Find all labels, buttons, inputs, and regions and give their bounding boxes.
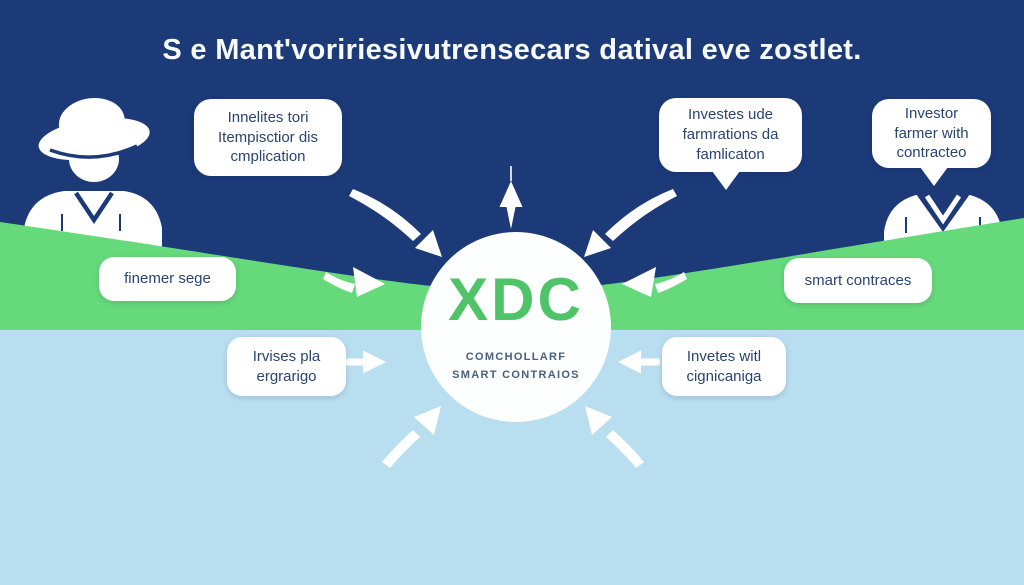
bubble-line: cmplication bbox=[230, 148, 306, 166]
green-hill-band bbox=[0, 218, 1024, 331]
bubble-line: Investor bbox=[904, 104, 959, 122]
center-subtitle: COMCHOLLARF SMART CONTRAIOS bbox=[452, 348, 580, 384]
center-subtitle-line: COMCHOLLARF bbox=[465, 350, 567, 363]
arrow-upper-right-icon bbox=[584, 189, 677, 257]
bubble-top-right: Investor farmer with contracteo bbox=[872, 99, 991, 186]
bubble-green-left: finemer sege bbox=[99, 257, 236, 301]
bubble-line: Innelites tori bbox=[227, 108, 309, 126]
bubble-line: Itempisctior dis bbox=[217, 128, 319, 146]
center-circle bbox=[421, 232, 611, 422]
bubble-line: smart contraces bbox=[804, 271, 912, 289]
bubble-line: cignicaniga bbox=[686, 367, 762, 385]
bubble-line: farmer with bbox=[894, 124, 969, 142]
arrow-left-icon bbox=[323, 267, 385, 297]
bubble-line: finemer sege bbox=[124, 270, 211, 288]
arrow-mid-left-icon bbox=[345, 350, 386, 374]
bubble-line: famlicaton bbox=[696, 145, 765, 163]
bubble-line: Irvises pla bbox=[252, 347, 321, 365]
center-circle-content: XDC COMCHOLLARF SMART CONTRAIOS bbox=[421, 232, 611, 422]
arrow-up-icon bbox=[499, 166, 523, 229]
bubble-line: Investes ude bbox=[687, 106, 774, 124]
infographic-title: S e Mant'voririesivutrensecars datival e… bbox=[162, 34, 862, 66]
arrow-mid-right-icon bbox=[618, 350, 660, 374]
speech-bubble-tail bbox=[712, 171, 740, 190]
arrow-right-icon bbox=[622, 267, 687, 297]
speech-bubble-tail bbox=[920, 167, 948, 186]
xdc-logo: XDC bbox=[448, 265, 584, 333]
bubble-top-middle: Investes ude farmrations da famlicaton bbox=[659, 98, 802, 190]
bubble-top-left: Innelites tori Itempisctior dis cmplicat… bbox=[194, 99, 342, 176]
bubble-green-right: smart contraces bbox=[784, 258, 932, 303]
bubble-line: ergrarigo bbox=[256, 367, 317, 385]
bubble-line: contracteo bbox=[896, 144, 967, 162]
bubble-line: Invetes witl bbox=[686, 347, 762, 365]
bubble-line: farmrations da bbox=[682, 126, 779, 144]
arrow-lower-right-icon bbox=[585, 406, 644, 468]
arrow-lower-left-icon bbox=[382, 406, 441, 468]
center-subtitle-line: SMART CONTRAIOS bbox=[452, 369, 580, 381]
arrow-upper-left-icon bbox=[349, 189, 442, 257]
bubble-bottom-left: Irvises pla ergrarigo bbox=[227, 337, 346, 396]
bubble-bottom-right: Invetes witl cignicaniga bbox=[662, 337, 786, 396]
